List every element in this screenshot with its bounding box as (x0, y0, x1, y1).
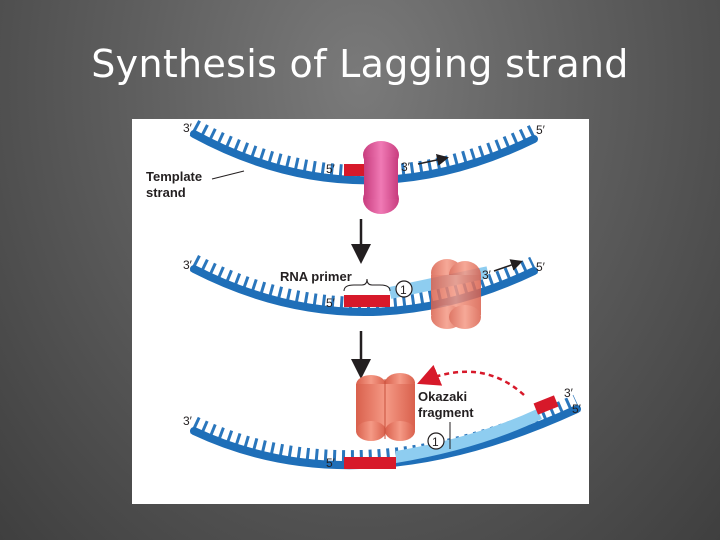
end-3-left: 3′ (183, 414, 193, 428)
template-label-line2: strand (146, 185, 186, 200)
primer-5-label: 5′ (326, 296, 336, 310)
okazaki-fragment (396, 409, 542, 463)
primer-5-label: 5′ (326, 162, 336, 176)
next-rna-primer (533, 395, 559, 415)
rna-primer (344, 295, 390, 307)
rna-primer (344, 457, 396, 469)
panel-1: 3′ 5′ 5′ 3′ Template strand (146, 120, 546, 214)
step-badge-circle (395, 280, 413, 298)
dna-polymerase (356, 373, 415, 441)
synthesis-direction-arrow (493, 259, 523, 272)
primer-3-label: 3′ (401, 160, 411, 174)
step-badge: 1 (400, 283, 407, 297)
end-5-right: 5′ (536, 123, 546, 137)
panel-2: 3′ 5′ 5′ 3′ RNA primer 1 (183, 254, 546, 329)
rna-primer-bracket (343, 278, 391, 292)
panel-3: 3′ 3′ 5′ 5′ Okazaki fragment 1 (183, 364, 582, 470)
okazaki-label-line1: Okazaki (418, 389, 467, 404)
step-badge-circle (427, 432, 445, 450)
end-3-left: 3′ (183, 258, 193, 272)
rna-primer-label: RNA primer (280, 269, 352, 284)
primer-3-label: 3′ (482, 268, 492, 282)
primer-5-label: 5′ (326, 456, 336, 470)
okazaki-label-line2: fragment (418, 405, 474, 420)
lagging-strand-diagram: 3′ 5′ 5′ 3′ Template strand 3′ 5′ 5′ 3′ … (132, 119, 589, 504)
polymerase-move-arrow (417, 364, 525, 396)
end-5-right: 5′ (536, 260, 546, 274)
end-3-right: 3′ (564, 386, 574, 400)
synthesis-direction-arrow (417, 154, 449, 166)
template-leader-line (211, 170, 245, 180)
primase-enzyme (363, 141, 399, 214)
template-strand (190, 265, 538, 316)
slide-title: Synthesis of Lagging strand (91, 42, 629, 86)
dna-polymerase (431, 259, 481, 329)
template-strand (190, 130, 538, 185)
end-5-right: 5′ (572, 402, 582, 416)
template-label-line1: Template (146, 169, 202, 184)
end-3-left: 3′ (183, 121, 193, 135)
step-badge: 1 (432, 435, 439, 449)
